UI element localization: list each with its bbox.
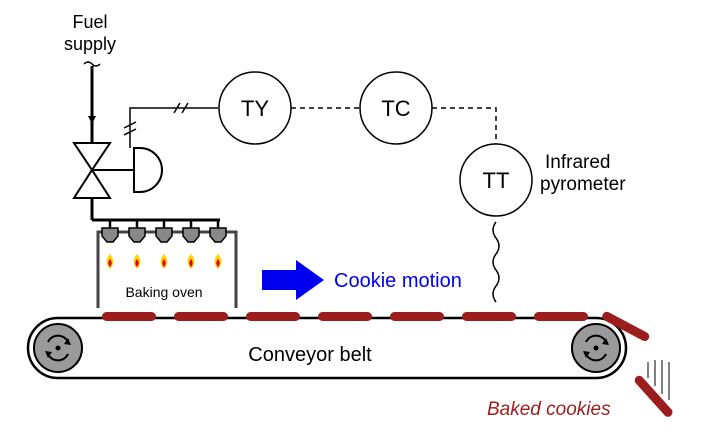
cookie	[462, 312, 516, 321]
pyrometer-label-line1: Infrared	[545, 152, 610, 173]
fuel-supply-label-line2: supply	[64, 34, 116, 54]
baked-cookies-label: Baked cookies	[487, 399, 611, 420]
fuel-pipe	[83, 61, 220, 222]
ty-label: TY	[241, 96, 269, 121]
tt-label: TT	[483, 168, 510, 193]
rotating-pulley-icon	[571, 323, 621, 373]
cookie	[174, 312, 228, 321]
motion-lines	[647, 360, 670, 400]
infrared-wave	[492, 221, 500, 303]
tt-bubble	[459, 143, 533, 217]
cookie	[534, 312, 588, 321]
gate-valve-icon	[72, 142, 112, 199]
cookie	[246, 312, 300, 321]
diaphragm-actuator-icon	[133, 147, 163, 193]
baking-oven-label: Baking oven	[125, 284, 202, 300]
pyrometer-label-line2: pyrometer	[540, 174, 626, 195]
rotating-pulley-icon	[33, 323, 83, 373]
burner-row	[100, 218, 228, 269]
electric-signal-lines	[291, 107, 497, 144]
cookie-row	[102, 312, 588, 321]
falling-cookies	[602, 311, 673, 417]
cookie	[102, 312, 156, 321]
cookie-motion-label: Cookie motion	[334, 270, 462, 292]
cookie	[318, 312, 372, 321]
conveyor-belt-label: Conveyor belt	[248, 344, 372, 366]
pneumatic-signal-line	[123, 102, 218, 148]
tc-label: TC	[381, 96, 410, 121]
ty-bubble	[218, 71, 292, 145]
cookie	[390, 312, 444, 321]
tc-bubble	[359, 71, 433, 145]
fuel-supply-label-line1: Fuel	[72, 12, 107, 32]
right-arrow-icon	[262, 260, 324, 300]
